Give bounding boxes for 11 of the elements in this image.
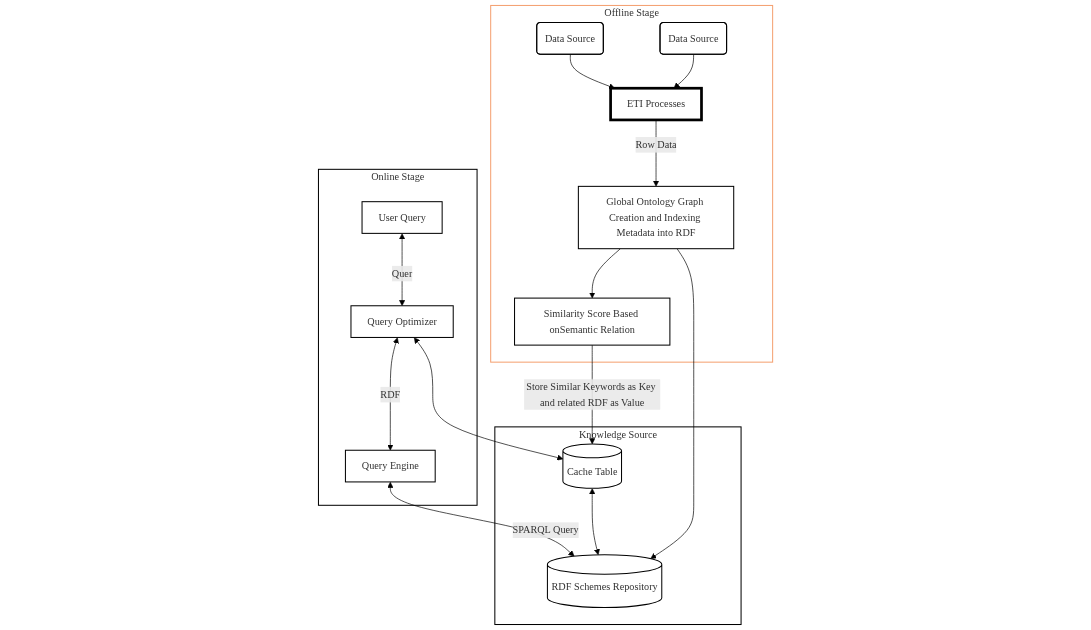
node-box: Query Optimizer: [350, 305, 454, 338]
node-box: User Query: [361, 201, 443, 234]
edge-label: Quer: [391, 267, 413, 279]
edge-label: SPARQL Query: [512, 524, 579, 536]
node-box: ETI Processes: [609, 86, 703, 122]
edge-label: Store Similar Keywords as Key and related RDF as Value: [526, 381, 656, 408]
edge-label: RDF: [380, 388, 401, 400]
node-box: Query Engine: [344, 449, 436, 483]
node-box: Global Ontology Graph Creation and Indexing Metadata into RDF: [577, 185, 735, 250]
edge-label: Row Data: [635, 139, 677, 150]
node-box: Similarity Score Based onSemantic Relation: [514, 297, 671, 346]
